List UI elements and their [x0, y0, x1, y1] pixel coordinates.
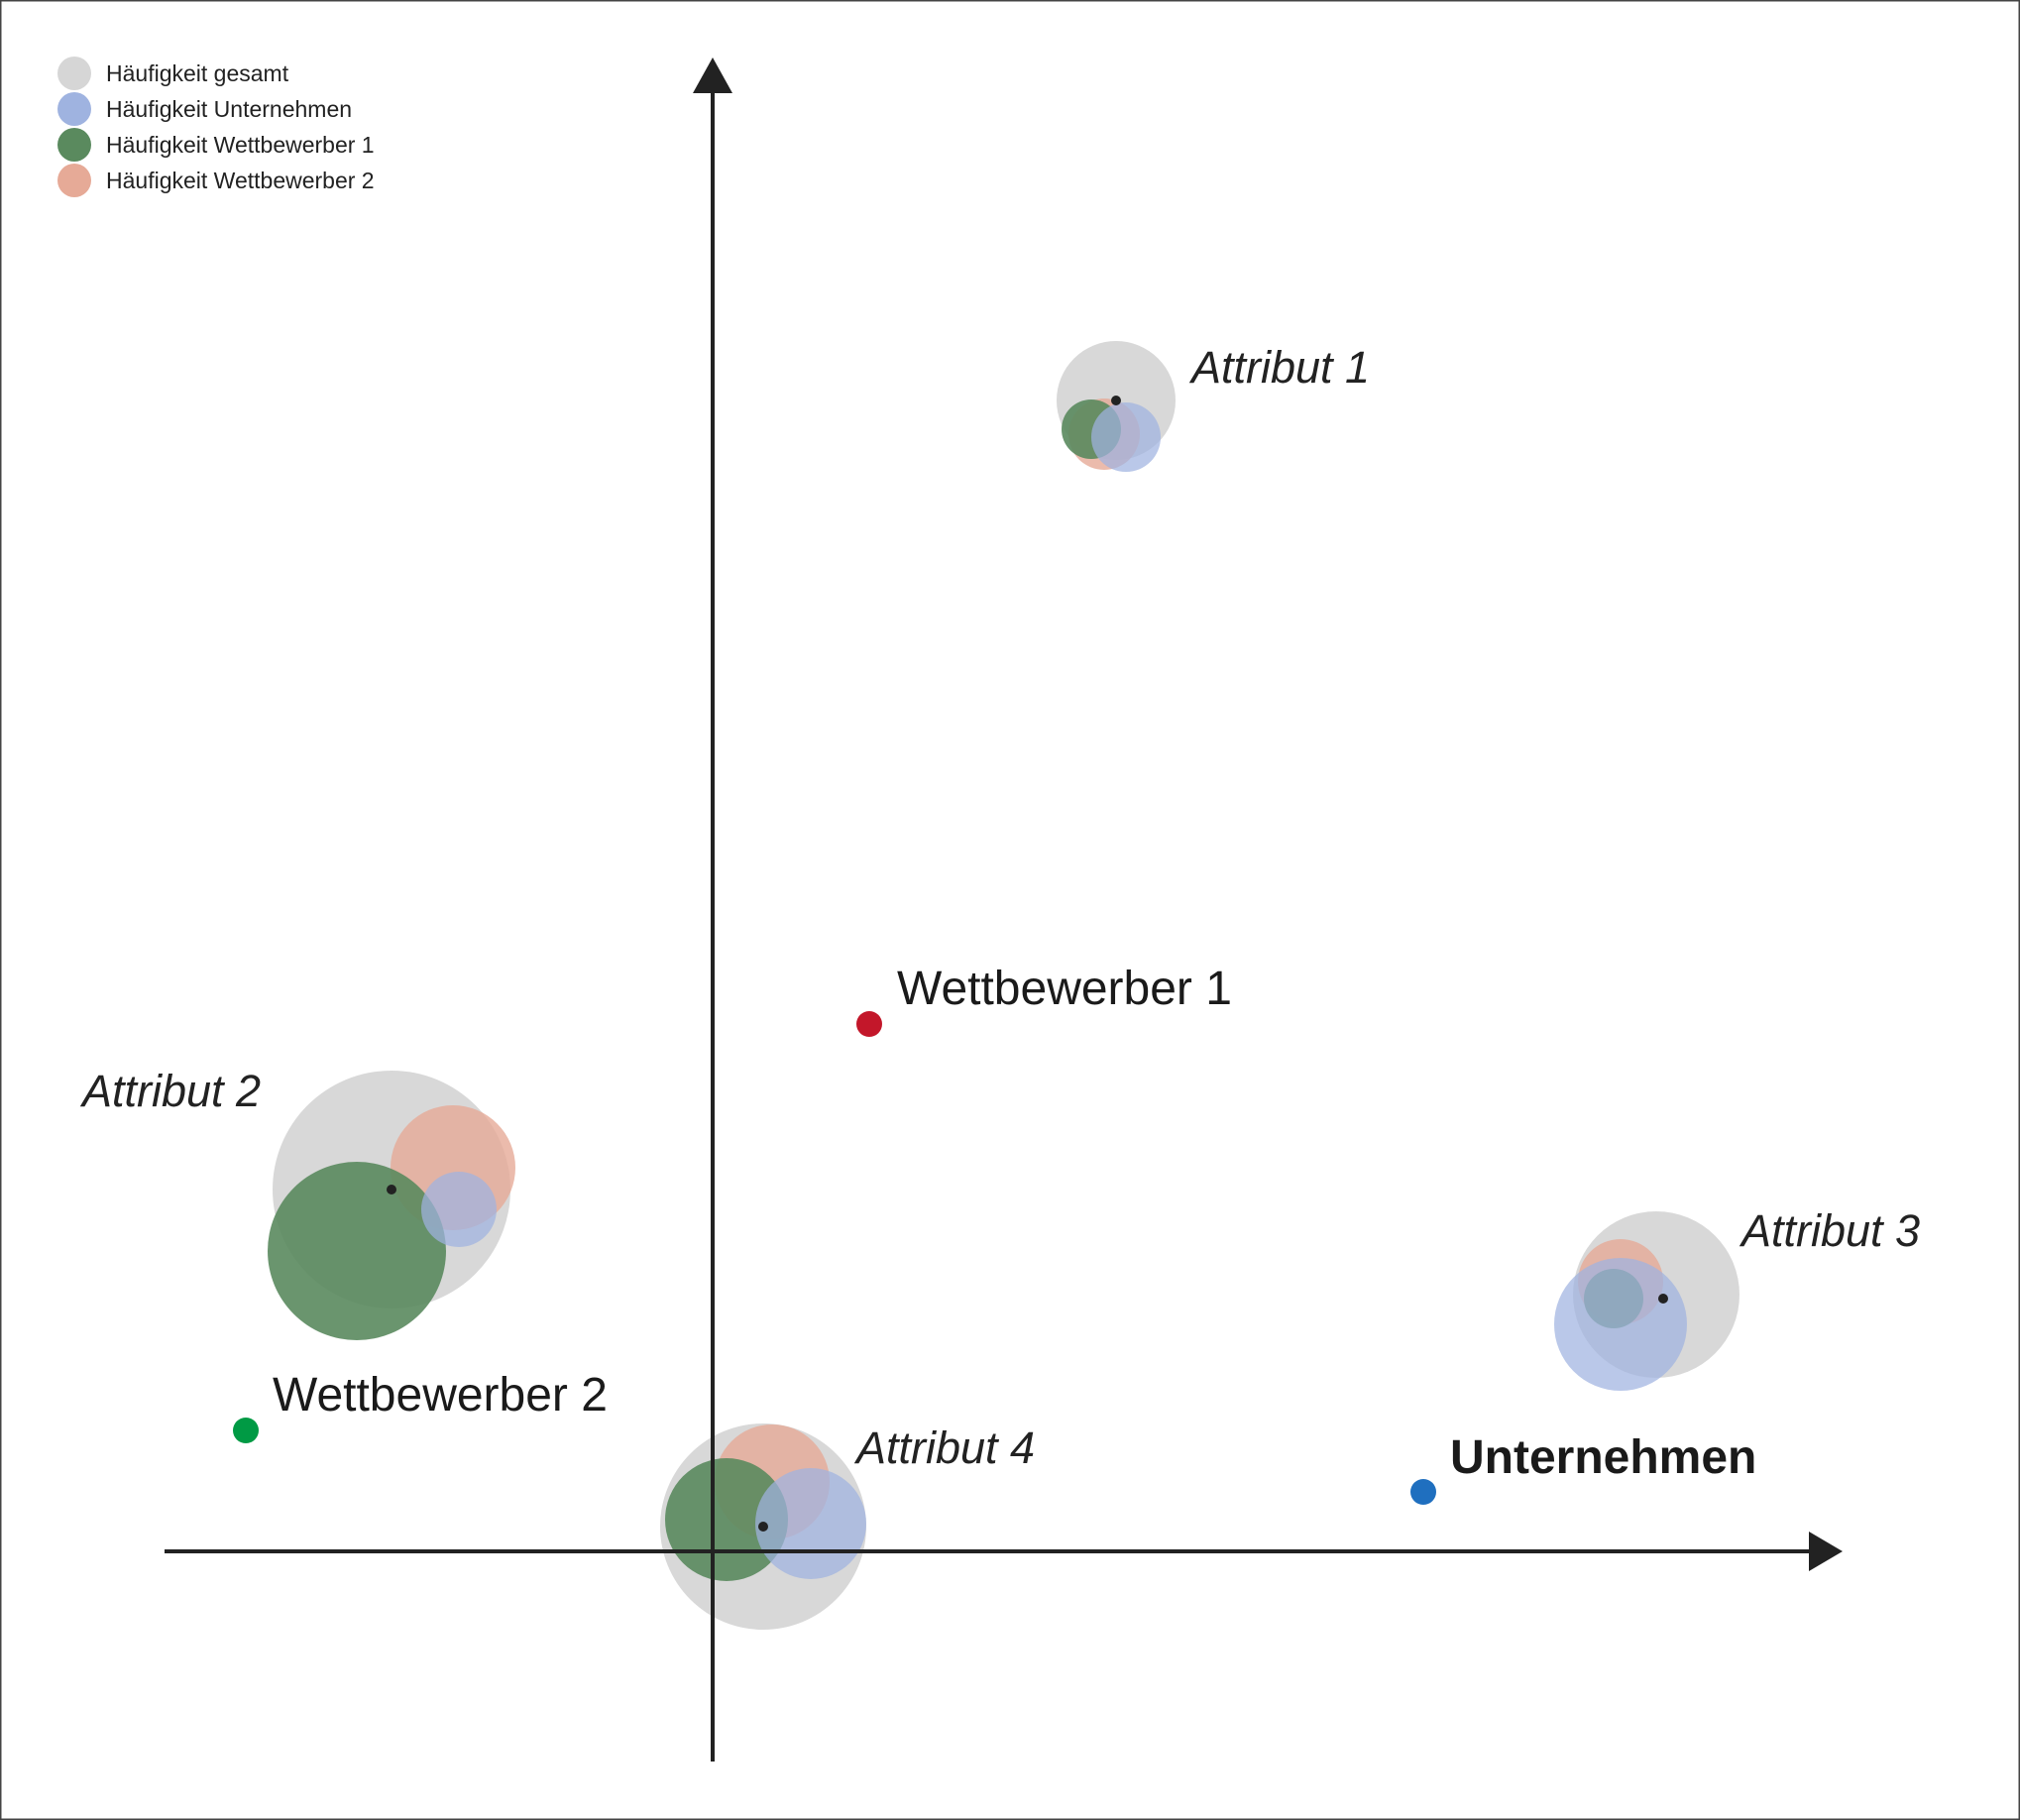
- attribute-label-4: Attribut 4: [853, 1422, 1035, 1473]
- attribute-label-2: Attribut 2: [79, 1066, 261, 1116]
- point-label-wettbewerber-1: Wettbewerber 1: [897, 963, 1232, 1015]
- bubble-unternehmen-attribut-1: [1091, 402, 1161, 472]
- legend-label-unternehmen: Häufigkeit Unternehmen: [106, 96, 352, 122]
- legend-label-w1: Häufigkeit Wettbewerber 1: [106, 132, 375, 158]
- bubble-unternehmen-attribut-2: [421, 1172, 497, 1247]
- attribute-label-1: Attribut 1: [1188, 342, 1370, 393]
- y-axis-arrowhead: [693, 57, 732, 93]
- point-marker-wettbewerber-2: [233, 1418, 259, 1443]
- legend-swatch-unternehmen: [57, 92, 91, 126]
- attribute-center-dot-2: [387, 1185, 396, 1194]
- bubble-unternehmen-attribut-4: [755, 1468, 866, 1579]
- bubble-unternehmen-attribut-3: [1554, 1258, 1687, 1391]
- attribute-label-3: Attribut 3: [1739, 1205, 1920, 1256]
- point-marker-wettbewerber-1: [856, 1011, 882, 1037]
- bubble-w1-attribut-2: [268, 1162, 446, 1340]
- attribute-center-dot-3: [1658, 1294, 1668, 1304]
- attribute-cluster-1: [1057, 341, 1176, 472]
- attribute-cluster-3: [1554, 1211, 1739, 1391]
- attribute-cluster-4: [660, 1423, 866, 1630]
- legend-label-w2: Häufigkeit Wettbewerber 2: [106, 168, 375, 193]
- marker-layer: [233, 1011, 1436, 1505]
- legend-swatch-gesamt: [57, 57, 91, 90]
- point-labels: Wettbewerber 1 Wettbewerber 2 Unternehme…: [273, 963, 1756, 1484]
- legend-swatch-w1: [57, 128, 91, 162]
- attribute-cluster-2: [268, 1071, 515, 1340]
- attribute-center-dot-4: [758, 1522, 768, 1532]
- axes: [165, 57, 1843, 1762]
- point-marker-unternehmen: [1410, 1479, 1436, 1505]
- legend-swatch-w2: [57, 164, 91, 197]
- legend-label-gesamt: Häufigkeit gesamt: [106, 60, 289, 86]
- point-label-wettbewerber-2: Wettbewerber 2: [273, 1369, 608, 1422]
- attribute-labels: Attribut 1 Attribut 2 Attribut 3 Attribu…: [79, 342, 1920, 1473]
- x-axis-arrowhead: [1809, 1532, 1843, 1571]
- point-label-unternehmen: Unternehmen: [1450, 1431, 1756, 1484]
- attribute-center-dot-1: [1111, 396, 1121, 405]
- legend: Häufigkeit gesamt Häufigkeit Unternehmen…: [57, 57, 375, 197]
